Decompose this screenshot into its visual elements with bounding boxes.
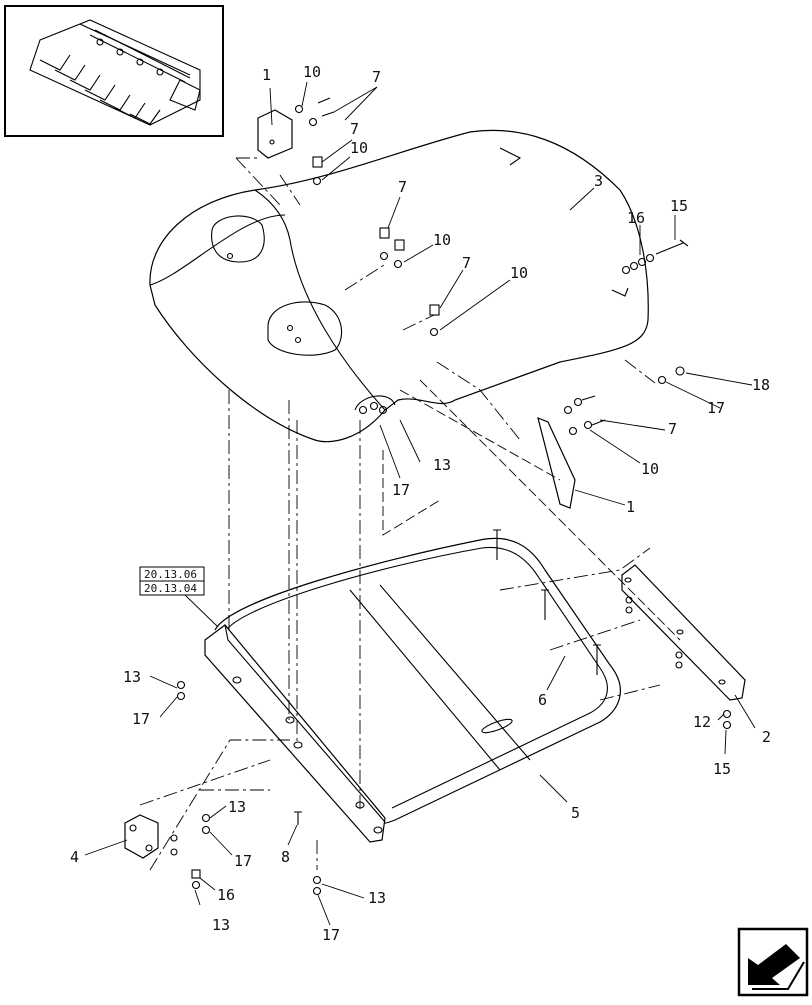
previous-page-arrow-icon[interactable] [737,927,809,997]
assembly-lines [139,157,681,871]
callout-7: 7 [462,254,471,272]
mounting-block [124,814,159,859]
callout-12: 12 [693,713,711,731]
corn-header-thumbnail-icon [4,5,224,137]
callout-18: 18 [752,376,770,394]
reference-boxes: 20.13.06 20.13.04 [139,566,205,596]
callout-2: 2 [762,728,771,746]
callout-7: 7 [350,120,359,138]
callout-1: 1 [262,66,271,84]
side-plate-top [257,109,293,159]
callout-7: 7 [398,178,407,196]
callout-17: 17 [707,399,725,417]
callout-13: 13 [368,889,386,907]
callout-7: 7 [668,420,677,438]
callout-17: 17 [132,710,150,728]
callout-16: 16 [627,209,645,227]
callout-17: 17 [392,481,410,499]
callout-10: 10 [641,460,659,478]
callout-13: 13 [123,668,141,686]
reference-link: 20.13.06 [144,568,197,581]
callout-17: 17 [322,926,340,944]
side-plate-right [537,417,576,509]
callout-8: 8 [281,848,290,866]
callout-13: 13 [228,798,246,816]
callout-10: 10 [510,264,528,282]
callout-15: 15 [670,197,688,215]
callout-10: 10 [433,231,451,249]
reference-link: 20.13.04 [144,582,197,595]
hood-shield [149,129,649,443]
leader-lines [84,81,756,926]
callout-13: 13 [212,916,230,934]
callout-10: 10 [303,63,321,81]
callout-10: 10 [350,139,368,157]
frame-assembly [204,529,746,843]
callout-13: 13 [433,456,451,474]
callout-15: 15 [713,760,731,778]
callout-4: 4 [70,848,79,866]
fasteners [170,97,732,896]
callout-3: 3 [594,172,603,190]
callout-6: 6 [538,691,547,709]
callout-17: 17 [234,852,252,870]
callouts: 1 10 7 7 10 3 7 16 15 10 7 10 18 17 13 1… [70,63,771,944]
callout-1: 1 [626,498,635,516]
callout-5: 5 [571,804,580,822]
callout-7: 7 [372,68,381,86]
callout-16: 16 [217,886,235,904]
